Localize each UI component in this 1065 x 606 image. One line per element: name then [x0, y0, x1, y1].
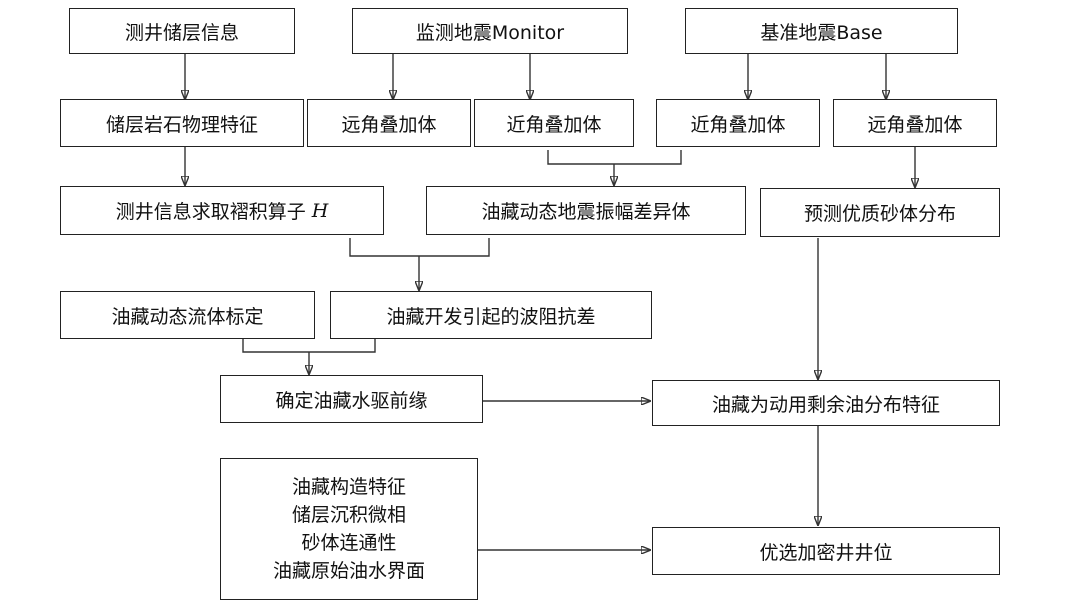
near-stack-monitor-box: 近角叠加体 [474, 99, 634, 147]
base-seismic-box: 基准地震Base [685, 8, 958, 54]
impedance-difference-box: 油藏开发引起的波阻抗差 [330, 291, 652, 339]
well-reservoir-info-box: 测井储层信息 [69, 8, 295, 54]
remaining-oil-box: 油藏为动用剩余油分布特征 [652, 380, 1000, 426]
sand-distribution-box: 预测优质砂体分布 [760, 188, 1000, 237]
rock-physics-box: 储层岩石物理特征 [60, 99, 304, 147]
infill-well-box: 优选加密井井位 [652, 527, 1000, 575]
amplitude-difference-box: 油藏动态地震振幅差异体 [426, 186, 746, 235]
geology-line-microfacies: 储层沉积微相 [291, 504, 406, 526]
operator-symbol: H [311, 199, 329, 222]
near-stack-base-box: 近角叠加体 [656, 99, 820, 147]
geology-line-contact: 油藏原始油水界面 [272, 560, 425, 582]
bracket-calibration-impedance [242, 339, 376, 353]
monitor-seismic-box: 监测地震Monitor [352, 8, 628, 54]
far-stack-base-box: 远角叠加体 [833, 99, 997, 147]
water-front-box: 确定油藏水驱前缘 [220, 375, 483, 423]
bracket-operator-difference [349, 238, 490, 257]
geology-line-structure: 油藏构造特征 [291, 476, 406, 498]
far-stack-monitor-box: 远角叠加体 [307, 99, 471, 147]
bracket-near-stacks [547, 150, 682, 165]
geology-features-box: 油藏构造特征 储层沉积微相 砂体连通性 油藏原始油水界面 [220, 458, 478, 600]
geology-line-connectivity: 砂体连通性 [301, 532, 397, 554]
fluid-calibration-box: 油藏动态流体标定 [60, 291, 315, 339]
